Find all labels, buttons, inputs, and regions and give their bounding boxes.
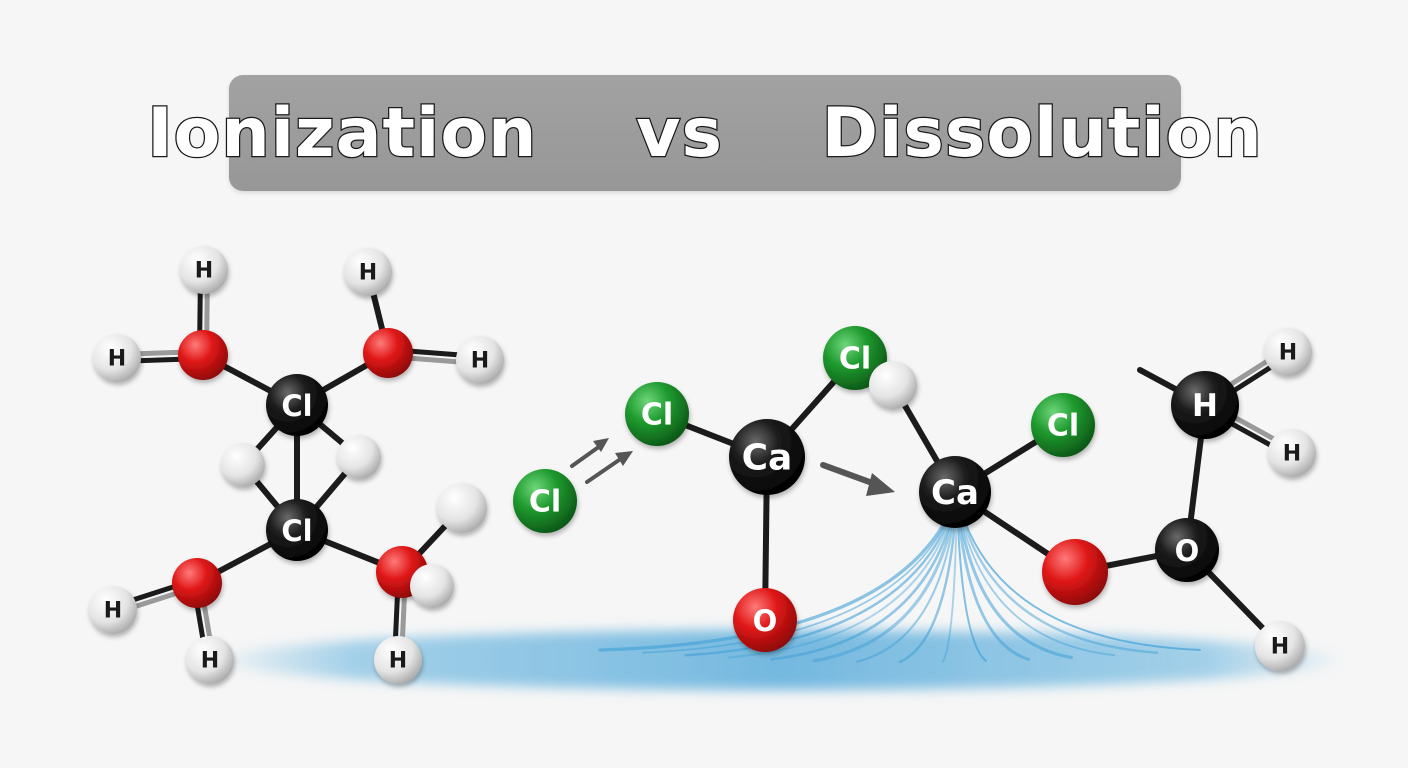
atom-label: Cl [1047,409,1079,444]
atom-label: Cl [641,398,673,433]
atom-hc: H [1171,371,1239,439]
atom-label: H [108,347,126,372]
atom-label: H [389,649,407,674]
atom-label: Cl [839,342,871,377]
arrow-icon [572,438,609,466]
atom-h7 [437,483,487,533]
atom-label: H [471,349,489,374]
atom-cl6: Cl [1031,393,1095,457]
atom-cl4: Cl [625,382,689,446]
atom-label: Cl [529,485,561,520]
atom-o3 [172,558,222,608]
atom-ca1: Ca [729,419,805,495]
atom-label: H [1271,635,1289,660]
atom-h3: H [344,248,392,296]
arrow-icon [587,451,633,482]
atom-h12 [869,361,917,409]
atom-cl2: Cl [266,499,328,561]
atom-label: O [753,604,778,638]
atom-label: H [1192,388,1218,424]
atom-label: H [104,599,122,624]
atom-label: Ca [931,473,979,513]
atom-h4: H [456,336,504,384]
bonds [112,270,1294,661]
atom-label: Ca [742,438,793,479]
atom-label: Cl [281,514,312,548]
atom-h1: H [180,246,228,294]
atom-h8 [410,564,454,608]
atoms: HHHHClClHHHClClClCaOCaClOHHHH [89,246,1316,684]
atom-label: H [1283,442,1301,467]
atom-h2: H [93,334,141,382]
atom-cl3: Cl [513,469,577,533]
atom-label: H [359,261,377,286]
atom-h6 [337,435,381,479]
atom-o1 [178,330,228,380]
atom-h5 [221,443,265,487]
atom-h10: H [186,636,234,684]
atom-h14: H [1268,429,1316,477]
atom-ca2: Ca [919,456,991,528]
atom-o6 [1042,539,1108,605]
atom-label: H [201,649,219,674]
atom-o7: O [1155,518,1219,582]
arrow-icon [823,465,895,496]
atom-h13: H [1264,328,1312,376]
atom-h9: H [89,586,137,634]
atom-label: H [1279,341,1297,366]
atom-cl1: Cl [266,374,328,436]
atom-label: H [195,259,213,284]
atom-h15: H [1255,621,1305,671]
atom-o5: O [733,588,797,652]
atom-label: O [1175,534,1200,568]
atom-label: Cl [281,389,312,423]
atom-o2 [363,328,413,378]
atom-h11: H [374,636,422,684]
